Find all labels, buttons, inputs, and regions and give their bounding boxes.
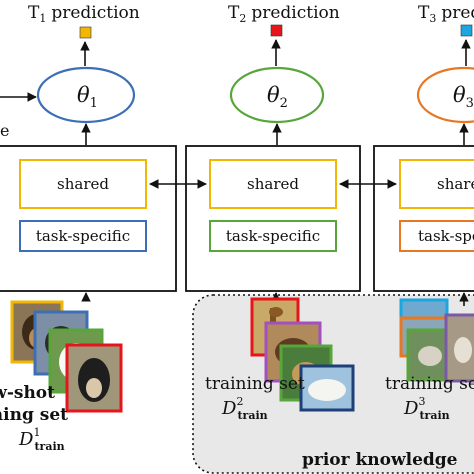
photo-card xyxy=(67,345,121,411)
task-prediction-title: T3prediction xyxy=(418,3,474,25)
prior-task-2-set-label: training set xyxy=(205,374,305,394)
few-shot-set-line2: aining set xyxy=(0,405,68,425)
prior-knowledge-title: prior knowledge xyxy=(302,450,458,470)
photo-card xyxy=(301,366,353,410)
task-column-3: T3prediction θ3 shared task-specific xyxy=(374,3,474,306)
side-label-fragment: e xyxy=(0,121,9,140)
task-specific-label: task-specific xyxy=(418,227,474,245)
prediction-marker xyxy=(461,25,472,36)
task-specific-label: task-specific xyxy=(226,227,320,245)
task-specific-label: task-specific xyxy=(36,227,130,245)
shared-label: shared xyxy=(57,175,109,193)
prediction-marker xyxy=(271,25,282,36)
shared-label: shared xyxy=(247,175,299,193)
prediction-marker xyxy=(80,27,91,38)
shared-label: shared xyxy=(437,175,474,193)
few-shot-set-line1: w-shot xyxy=(0,383,55,403)
photo-card xyxy=(446,315,474,381)
prior-task-3-set-label: training set xyxy=(385,374,474,394)
